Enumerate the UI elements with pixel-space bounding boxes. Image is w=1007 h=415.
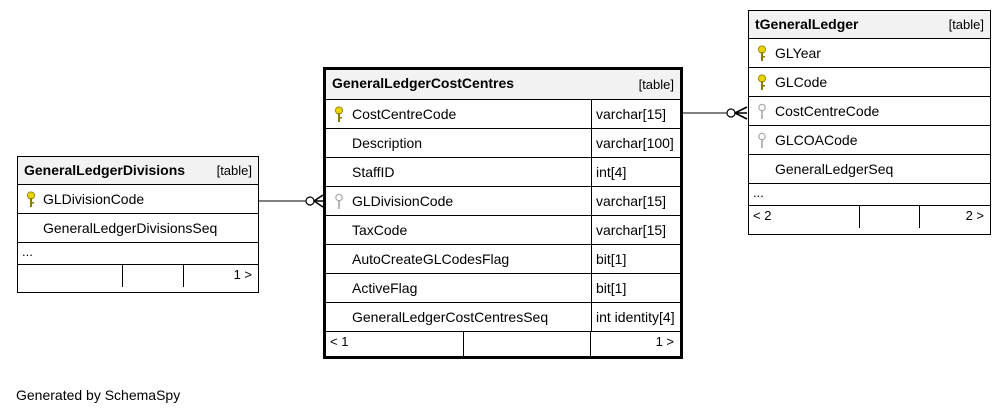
- column-type: bit[1]: [591, 274, 680, 302]
- footer-cell-rows: [860, 206, 920, 228]
- ellipsis-text: ...: [753, 185, 764, 200]
- column-name: AutoCreateGLCodesFlag: [352, 251, 510, 267]
- primary-key-icon: [758, 74, 766, 90]
- table-row[interactable]: Description varchar[100]: [326, 129, 680, 158]
- table-footer: 1 >: [18, 265, 258, 287]
- column-name: ActiveFlag: [352, 280, 418, 296]
- column-type: bit[1]: [591, 245, 680, 273]
- footer-cell-parents: < 1: [326, 332, 464, 356]
- table-footer: < 1 1 >: [326, 332, 680, 356]
- table-row[interactable]: TaxCode varchar[15]: [326, 216, 680, 245]
- footer-cell-parents: [18, 265, 123, 287]
- footer-cell-rows: [464, 332, 591, 356]
- foreign-key-icon: [758, 132, 766, 148]
- table-row[interactable]: GLDivisionCode: [18, 185, 258, 214]
- column-type: varchar[100]: [591, 129, 680, 157]
- table-header: tGeneralLedger [table]: [749, 11, 990, 39]
- table-general-ledger-divisions[interactable]: GeneralLedgerDivisions [table] GLDivisio…: [17, 156, 259, 293]
- foreign-key-icon: [758, 103, 766, 119]
- table-type-tag: [table]: [216, 163, 252, 178]
- table-type-tag: [table]: [638, 77, 674, 92]
- more-columns: ...: [18, 243, 258, 265]
- column-name: GeneralLedgerDivisionsSeq: [43, 220, 218, 236]
- costcentres-to-ledger-crowfoot: [734, 106, 748, 120]
- column-name: GLCode: [775, 74, 828, 90]
- table-footer: < 2 2 >: [749, 206, 990, 228]
- column-type: varchar[15]: [591, 216, 680, 244]
- table-row[interactable]: GeneralLedgerSeq: [749, 155, 990, 184]
- table-row[interactable]: ActiveFlag bit[1]: [326, 274, 680, 303]
- divisions-to-costcentres-crowfoot: [313, 194, 324, 208]
- column-name: GeneralLedgerCostCentresSeq: [352, 309, 549, 325]
- generated-by-label: Generated by SchemaSpy: [16, 387, 181, 403]
- children-count[interactable]: 2 >: [965, 208, 984, 223]
- more-columns: ...: [749, 184, 990, 206]
- table-row[interactable]: GLYear: [749, 39, 990, 68]
- column-name: GLDivisionCode: [352, 193, 454, 209]
- table-row[interactable]: GeneralLedgerDivisionsSeq: [18, 214, 258, 243]
- column-name: GLCOACode: [775, 132, 858, 148]
- column-name: Description: [352, 135, 423, 151]
- foreign-key-icon: [335, 193, 343, 209]
- column-type: int[4]: [591, 158, 680, 186]
- column-name: TaxCode: [352, 222, 408, 238]
- column-type: varchar[15]: [591, 100, 680, 128]
- table-name: tGeneralLedger: [755, 16, 859, 32]
- children-count[interactable]: 1 >: [655, 334, 674, 349]
- table-row[interactable]: CostCentreCode: [749, 97, 990, 126]
- divisions-to-costcentres-optional-circle: [305, 196, 315, 206]
- primary-key-icon: [758, 45, 766, 61]
- costcentres-to-ledger-optional-circle: [726, 108, 736, 118]
- column-type: int identity[4]: [591, 303, 680, 331]
- column-name: GLYear: [775, 45, 821, 61]
- table-name: GeneralLedgerCostCentres: [332, 75, 515, 91]
- table-t-general-ledger[interactable]: tGeneralLedger [table] GLYear GLCode Cos…: [748, 10, 991, 235]
- table-type-tag: [table]: [948, 17, 984, 32]
- column-name: GeneralLedgerSeq: [775, 161, 894, 177]
- column-name: GLDivisionCode: [43, 191, 145, 207]
- table-row[interactable]: GLDivisionCode varchar[15]: [326, 187, 680, 216]
- table-row[interactable]: CostCentreCode varchar[15]: [326, 100, 680, 129]
- parents-count[interactable]: < 2: [753, 208, 772, 223]
- parents-count[interactable]: < 1: [330, 334, 349, 349]
- column-name: StaffID: [352, 164, 395, 180]
- table-row[interactable]: GLCOACode: [749, 126, 990, 155]
- table-name: GeneralLedgerDivisions: [24, 162, 186, 178]
- table-header: GeneralLedgerDivisions [table]: [18, 157, 258, 185]
- table-row[interactable]: GeneralLedgerCostCentresSeq int identity…: [326, 303, 680, 332]
- footer-cell-parents: < 2: [749, 206, 860, 228]
- column-name: CostCentreCode: [775, 103, 880, 119]
- table-header: GeneralLedgerCostCentres [table]: [326, 70, 680, 100]
- footer-cell-rows: [123, 265, 184, 287]
- table-row[interactable]: AutoCreateGLCodesFlag bit[1]: [326, 245, 680, 274]
- ellipsis-text: ...: [22, 244, 33, 259]
- table-row[interactable]: StaffID int[4]: [326, 158, 680, 187]
- table-row[interactable]: GLCode: [749, 68, 990, 97]
- column-name: CostCentreCode: [352, 106, 457, 122]
- primary-key-icon: [27, 191, 35, 207]
- column-type: varchar[15]: [591, 187, 680, 215]
- children-count[interactable]: 1 >: [233, 267, 252, 282]
- primary-key-icon: [335, 106, 343, 122]
- table-general-ledger-cost-centres[interactable]: GeneralLedgerCostCentres [table] CostCen…: [323, 67, 683, 359]
